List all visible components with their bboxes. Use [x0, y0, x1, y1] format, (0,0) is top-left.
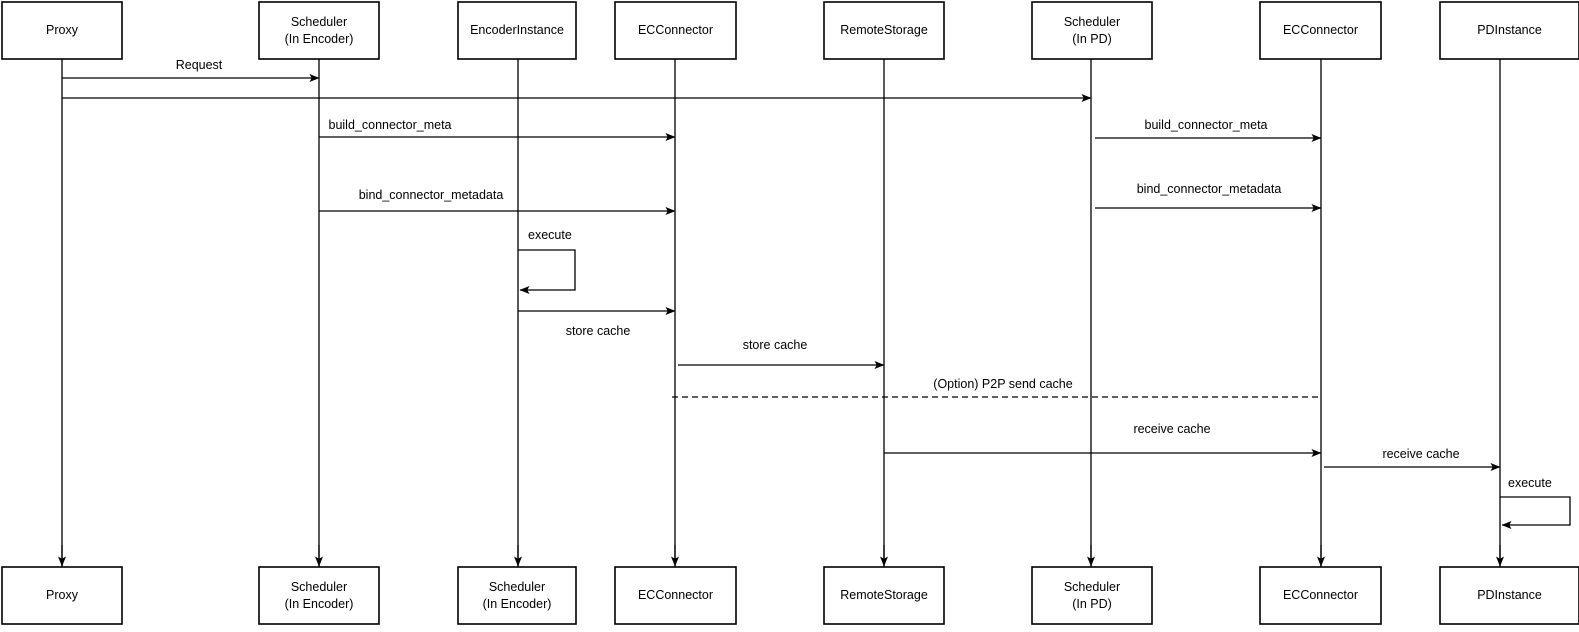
message-m6: bind_connector_metadata	[1095, 182, 1322, 212]
participant-header-sublabel-sched-pd: (In PD)	[1072, 32, 1112, 46]
participant-footer-label-encoder-inst: Scheduler	[489, 580, 545, 594]
participant-footer-label-proxy: Proxy	[46, 588, 79, 602]
self-loops-layer: execute execute	[518, 228, 1571, 529]
header-boxes-layer: Proxy Scheduler (In Encoder) EncoderInstanc…	[1, 1, 1579, 60]
participant-footer-label-sched-enc: Scheduler	[291, 580, 347, 594]
participant-footer-rect-sched-enc	[258, 566, 380, 625]
participant-header-ecconnector-1: ECConnector	[614, 1, 737, 60]
participant-footer-encoder-inst: Scheduler (In Encoder)	[457, 566, 577, 625]
message-label-m6: bind_connector_metadata	[1137, 182, 1282, 196]
participant-footer-label-ecconnector-2: ECConnector	[1283, 588, 1358, 602]
participant-header-rect-sched-enc	[258, 1, 380, 60]
message-label-m10: receive cache	[1133, 422, 1210, 436]
participant-footer-remotestorage: RemoteStorage	[823, 566, 945, 625]
participant-footer-label-sched-pd: Scheduler	[1064, 580, 1120, 594]
participant-footer-ecconnector-2: ECConnector	[1259, 566, 1382, 625]
message-m9: (Option) P2P send cache	[672, 377, 1321, 398]
participant-header-label-ecconnector-2: ECConnector	[1283, 23, 1358, 37]
participant-header-sublabel-sched-enc: (In Encoder)	[285, 32, 354, 46]
participant-header-rect-encoder-inst	[457, 1, 577, 60]
message-m4: build_connector_meta	[1095, 118, 1322, 142]
message-m10: receive cache	[884, 422, 1322, 457]
participant-header-label-remotestorage: RemoteStorage	[840, 23, 928, 37]
participant-header-rect-ecconnector-2	[1259, 1, 1382, 60]
participant-header-pdinstance: PDInstance	[1439, 1, 1579, 60]
message-label-m5: bind_connector_metadata	[359, 188, 504, 202]
message-m11: receive cache	[1324, 447, 1501, 471]
participant-header-label-proxy: Proxy	[46, 23, 79, 37]
participant-header-proxy: Proxy	[1, 1, 123, 60]
message-label-m9: (Option) P2P send cache	[933, 377, 1072, 391]
participant-footer-rect-remotestorage	[823, 566, 945, 625]
participant-footer-label-ecconnector-1: ECConnector	[638, 588, 713, 602]
self-loop-path-s2	[1500, 496, 1571, 529]
participant-header-rect-sched-pd	[1031, 1, 1153, 60]
participant-header-label-ecconnector-1: ECConnector	[638, 23, 713, 37]
participant-header-rect-remotestorage	[823, 1, 945, 60]
participant-footer-sublabel-sched-enc: (In Encoder)	[285, 597, 354, 611]
participant-footer-rect-pdinstance	[1439, 566, 1579, 625]
message-label-m1: Request	[176, 58, 223, 72]
participant-footer-sublabel-sched-pd: (In PD)	[1072, 597, 1112, 611]
self-loop-label-s2: execute	[1508, 476, 1552, 490]
self-loop-path-s1	[518, 249, 576, 294]
participant-footer-rect-proxy	[1, 566, 123, 625]
message-label-m11: receive cache	[1382, 447, 1459, 461]
participant-footer-label-pdinstance: PDInstance	[1477, 588, 1542, 602]
message-label-m7: store cache	[566, 324, 631, 338]
message-label-m4: build_connector_meta	[1145, 118, 1268, 132]
footer-boxes-layer: Proxy Scheduler (In Encoder) Scheduler (In E…	[1, 566, 1579, 625]
self-loop-label-s1: execute	[528, 228, 572, 242]
messages-layer: Request build_connector_meta build_connect…	[58, 58, 1504, 567]
participant-footer-proxy: Proxy	[1, 566, 123, 625]
participant-header-remotestorage: RemoteStorage	[823, 1, 945, 60]
participant-footer-ecconnector-1: ECConnector	[614, 566, 737, 625]
message-m5: bind_connector_metadata	[319, 188, 676, 215]
message-m8: store cache	[678, 338, 885, 369]
participant-header-label-encoder-inst: EncoderInstance	[470, 23, 564, 37]
participant-header-rect-proxy	[1, 1, 123, 60]
message-label-m3: build_connector_meta	[329, 118, 452, 132]
participant-footer-rect-encoder-inst	[457, 566, 577, 625]
message-m1: Request	[62, 58, 320, 82]
participant-header-sched-enc: Scheduler (In Encoder)	[258, 1, 380, 60]
participant-footer-sched-pd: Scheduler (In PD)	[1031, 566, 1153, 625]
participant-footer-rect-sched-pd	[1031, 566, 1153, 625]
participant-header-label-pdinstance: PDInstance	[1477, 23, 1542, 37]
participant-header-label-sched-pd: Scheduler	[1064, 15, 1120, 29]
participant-footer-rect-ecconnector-1	[614, 566, 737, 625]
message-label-m8: store cache	[743, 338, 808, 352]
participant-footer-sched-enc: Scheduler (In Encoder)	[258, 566, 380, 625]
participant-header-rect-ecconnector-1	[614, 1, 737, 60]
participant-header-ecconnector-2: ECConnector	[1259, 1, 1382, 60]
self-loop-s1: execute	[518, 228, 576, 294]
participant-footer-pdinstance: PDInstance	[1439, 566, 1579, 625]
message-m3: build_connector_meta	[319, 118, 676, 141]
participant-footer-sublabel-encoder-inst: (In Encoder)	[483, 597, 552, 611]
message-m7: store cache	[518, 307, 676, 338]
participant-header-encoder-inst: EncoderInstance	[457, 1, 577, 60]
lifelines-layer	[61, 59, 1501, 567]
participant-footer-rect-ecconnector-2	[1259, 566, 1382, 625]
self-loop-s2: execute	[1500, 476, 1571, 529]
participant-header-rect-pdinstance	[1439, 1, 1579, 60]
participant-header-sched-pd: Scheduler (In PD)	[1031, 1, 1153, 60]
participant-footer-label-remotestorage: RemoteStorage	[840, 588, 928, 602]
participant-header-label-sched-enc: Scheduler	[291, 15, 347, 29]
